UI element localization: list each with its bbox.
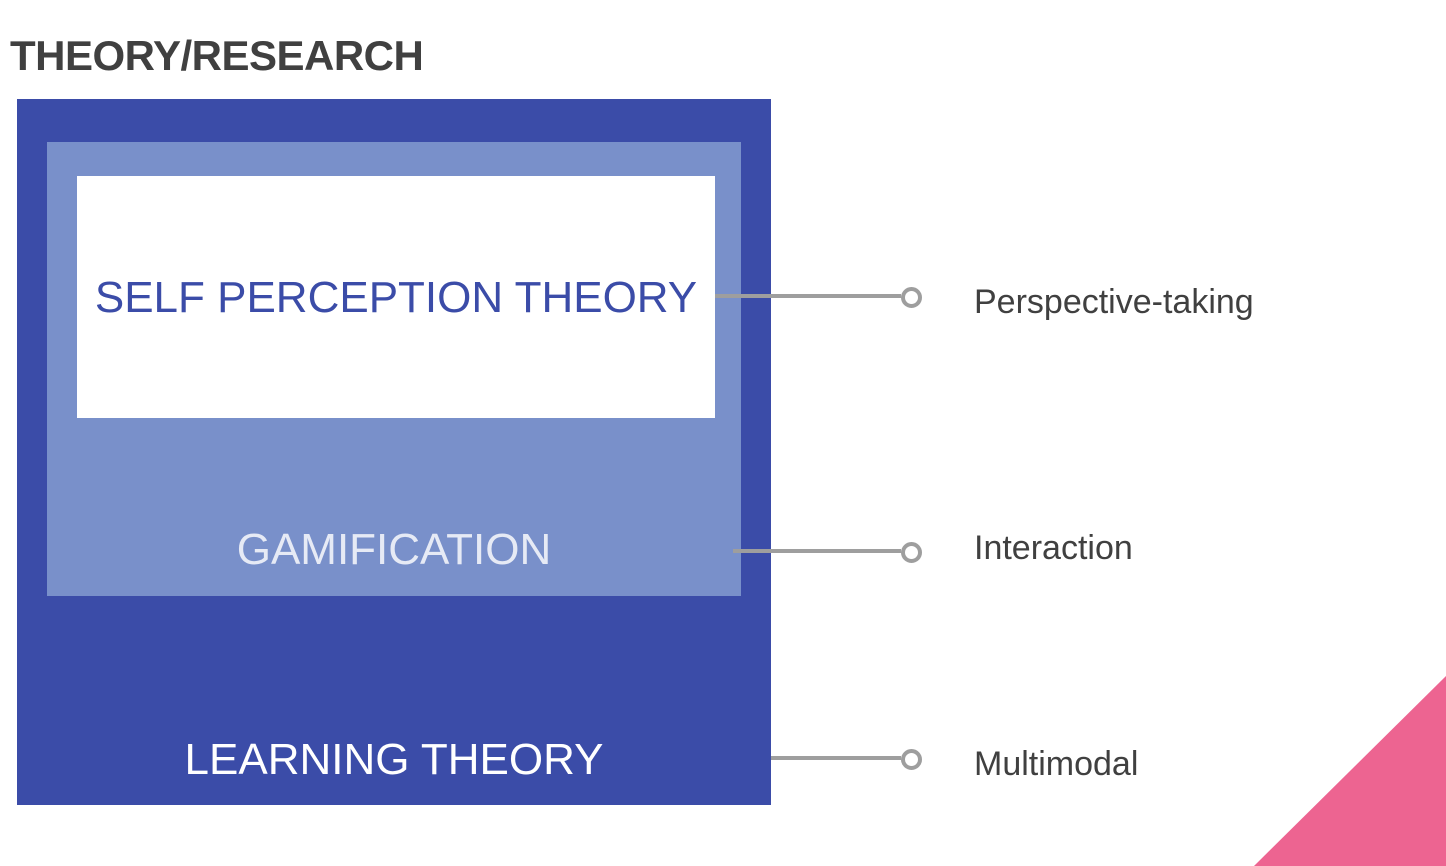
connector-dot-perspective	[901, 287, 922, 308]
connector-dot-interaction	[901, 542, 922, 563]
connector-dot-multimodal	[901, 749, 922, 770]
self-perception-theory-label: SELF PERCEPTION THEORY	[94, 273, 698, 322]
gamification-label: GAMIFICATION	[236, 525, 552, 574]
perspective-taking-label: Perspective-taking	[974, 283, 1254, 321]
multimodal-label: Multimodal	[974, 745, 1139, 783]
connector-line-perspective	[715, 294, 901, 298]
connector-line-interaction	[733, 549, 901, 553]
accent-corner-triangle	[1254, 676, 1446, 866]
self-perception-theory-box	[77, 176, 715, 418]
connector-line-multimodal	[771, 756, 901, 760]
page-title: THEORY/RESEARCH	[10, 32, 424, 79]
learning-theory-label: LEARNING THEORY	[184, 735, 604, 784]
interaction-label: Interaction	[974, 529, 1133, 567]
